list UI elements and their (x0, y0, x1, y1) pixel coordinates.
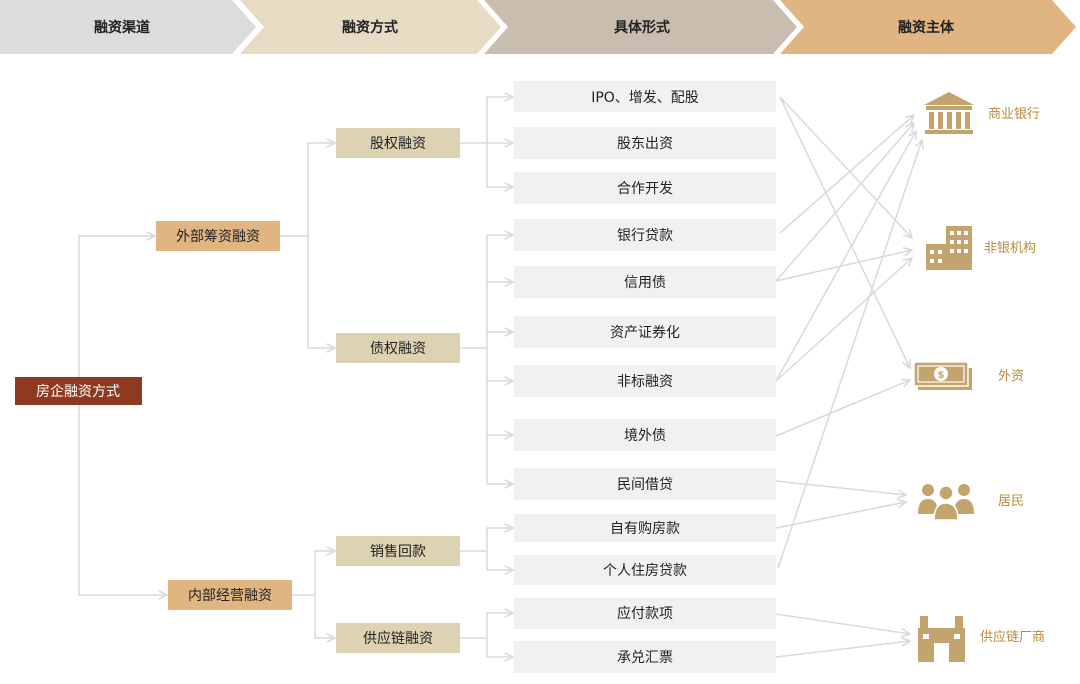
method-sales-label: 销售回款 (370, 544, 426, 560)
header-stage-2-label: 融资方式 (342, 19, 398, 36)
tree-connectors (78, 97, 513, 657)
link-payable-supplier (775, 613, 910, 634)
method-debt-label: 债权融资 (370, 341, 426, 357)
form-label-private: 民间借贷 (617, 477, 673, 493)
factory-icon (918, 616, 965, 662)
channel-internal-label: 内部经营融资 (188, 588, 272, 604)
connector-sales-own (486, 528, 513, 551)
form-box-payable (514, 598, 776, 629)
people-icon (918, 484, 974, 521)
link-bankloan-bank (779, 115, 914, 234)
channel-internal-box (168, 580, 292, 610)
method-equity-label: 股权融资 (370, 136, 426, 152)
connector-root-internal (78, 377, 167, 595)
form-box-credit (514, 266, 776, 298)
form-box-mortgage (514, 555, 776, 585)
connector-sales-mortgage (486, 551, 513, 570)
connector-external-debt (307, 236, 335, 348)
entity-supplier-label: 供应链厂商 (980, 629, 1045, 645)
form-box-bankloan (514, 219, 776, 251)
form-label-abs: 资产证券化 (610, 325, 680, 341)
link-bill-supplier (775, 641, 910, 658)
method-nodes: 股权融资 债权融资 销售回款 供应链融资 (336, 128, 460, 653)
money-icon: $ (913, 361, 972, 390)
channel-external-box (156, 221, 280, 251)
form-nodes: IPO、增发、配股 股东出资 合作开发 银行贷款 信用债 资产证券化 非标融资 … (514, 81, 776, 673)
form-box-coop (514, 172, 776, 204)
header-stage-1-label: 融资渠道 (94, 19, 150, 36)
form-box-private (514, 468, 776, 500)
method-supply-box (336, 623, 460, 653)
form-box-nonstd (514, 365, 776, 397)
link-mortgage-bank (777, 140, 922, 569)
entity-bank-label: 商业银行 (988, 107, 1040, 122)
link-ipo-nonbank (779, 96, 912, 238)
link-own-resident (775, 502, 906, 529)
method-supply-label: 供应链融资 (363, 630, 433, 647)
root-node: 房企融资方式 (15, 377, 142, 405)
connector-equity-coop (486, 143, 513, 187)
form-label-own: 自有购房款 (610, 521, 680, 537)
header-stage-4 (780, 0, 1076, 54)
form-label-nonstd: 非标融资 (617, 374, 673, 390)
link-private-resident (775, 480, 906, 495)
svg-text:$: $ (938, 370, 945, 381)
bank-icon (924, 92, 974, 134)
form-box-abs (514, 316, 776, 348)
root-node-box (15, 377, 142, 405)
connector-internal-sales (292, 551, 335, 596)
entity-resident-label: 居民 (998, 494, 1024, 509)
form-box-bill (514, 641, 776, 673)
entity-foreign-label: 外资 (998, 369, 1024, 384)
link-nonstd-bank (775, 131, 916, 382)
building-icon (926, 226, 972, 270)
form-box-offshore (514, 419, 776, 451)
connector-external-equity (280, 143, 335, 237)
form-label-payable: 应付款项 (617, 605, 673, 622)
entities: 商业银行 非银机构 $ 外资 (913, 92, 1045, 662)
header-stage-3 (484, 0, 797, 54)
header-stage-4-label: 融资主体 (898, 19, 955, 36)
method-debt-box (336, 333, 460, 363)
form-label-ipo: IPO、增发、配股 (591, 90, 699, 106)
form-label-offshore: 境外债 (624, 428, 666, 444)
link-credit-nonbank (775, 250, 912, 282)
entity-links (775, 96, 922, 658)
link-offshore-foreign (775, 380, 910, 437)
link-ipo-foreign (779, 96, 910, 368)
form-label-credit: 信用债 (624, 275, 666, 291)
form-label-bill: 承兑汇票 (617, 650, 673, 666)
form-label-bankloan: 银行贷款 (617, 228, 673, 244)
form-box-shareholder (514, 127, 776, 159)
connector-root-external (78, 236, 155, 377)
connector-internal-supply (314, 595, 335, 638)
header-stage-1 (0, 0, 256, 54)
connector-equity-ipo (486, 97, 513, 143)
channel-external-label: 外部筹资融资 (176, 228, 260, 245)
link-credit-bank (775, 123, 914, 282)
form-label-coop: 合作开发 (617, 181, 673, 197)
channel-nodes: 外部筹资融资 内部经营融资 (156, 221, 292, 610)
method-equity-box (336, 128, 460, 158)
header-stage-2 (240, 0, 501, 54)
header-stage-3-label: 具体形式 (613, 19, 670, 36)
root-node-label: 房企融资方式 (36, 383, 120, 400)
link-nonstd-nonbank (775, 258, 912, 382)
form-box-own (514, 514, 776, 542)
form-label-shareholder: 股东出资 (617, 136, 673, 152)
header-bar: 融资渠道 融资方式 具体形式 融资主体 (0, 0, 1076, 54)
form-label-mortgage: 个人住房贷款 (603, 563, 687, 579)
form-box-ipo (514, 81, 776, 112)
method-sales-box (336, 536, 460, 566)
connector-supply-bill (486, 638, 513, 657)
entity-nonbank-label: 非银机构 (984, 241, 1036, 256)
connector-supply-payable (486, 613, 513, 638)
